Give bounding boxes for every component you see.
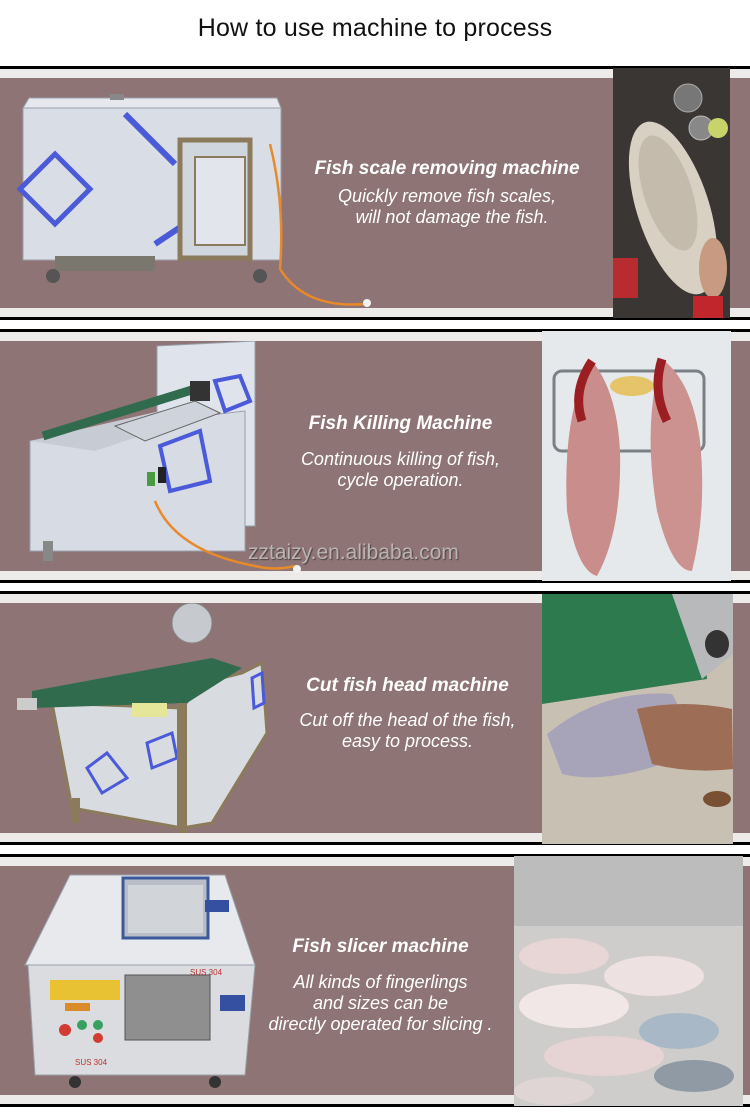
- fish-killing-machine-image: [29, 341, 301, 573]
- divider-line: [0, 1104, 750, 1107]
- divider-line: [0, 329, 750, 332]
- section-cut-fish-head: Cut fish head machine Cut off the head o…: [0, 591, 750, 845]
- split-fish-photo: [542, 331, 731, 581]
- section-fish-killing: Fish Killing Machine Continuous killing …: [0, 329, 750, 583]
- section-description-line: Continuous killing of fish,: [300, 449, 501, 469]
- section-description-line: Cut off the head of the fish,: [299, 710, 516, 730]
- section-heading: Fish slicer machine: [292, 936, 469, 957]
- section-heading: Fish Killing Machine: [308, 413, 493, 434]
- band: [0, 332, 750, 341]
- fillets-illustration: [514, 856, 743, 1106]
- band: [0, 1095, 750, 1104]
- hand-fish-illustration: [542, 594, 733, 844]
- section-text: Fish Killing Machine Continuous killing …: [268, 413, 533, 491]
- watermark: zztaizy.en.alibaba.com: [248, 541, 459, 564]
- svg-text:SUS 304: SUS 304: [75, 1058, 108, 1067]
- band: [0, 571, 750, 580]
- section-heading: Cut fish head machine: [306, 675, 509, 696]
- section-description-line: easy to process.: [341, 731, 474, 751]
- section-text: Fish slicer machine All kinds of fingerl…: [248, 936, 513, 1035]
- band: [0, 69, 750, 78]
- section-description-line: All kinds of fingerlings: [293, 972, 468, 992]
- fish-scale-removing-machine-image: [16, 94, 371, 307]
- section-description-line: Quickly remove fish scales,: [337, 186, 557, 206]
- hand-holding-fish-photo: [542, 594, 733, 844]
- section-fish-slicer: SUS 304 SUS 304 Fish slicer machine All …: [0, 854, 750, 1108]
- band: [0, 833, 750, 842]
- divider-line: [0, 580, 750, 583]
- fish-slicer-machine-image: SUS 304 SUS 304: [24, 874, 256, 1088]
- divider-line: [0, 66, 750, 69]
- divider-line: [0, 842, 750, 845]
- section-description-line: cycle operation.: [337, 470, 464, 490]
- section-text: Fish scale removing machine Quickly remo…: [292, 158, 602, 228]
- divider-line: [0, 591, 750, 594]
- fish-head-cutting-machine-image: [17, 603, 269, 833]
- divider-line: [0, 317, 750, 320]
- section-fish-scale-removing: Fish scale removing machine Quickly remo…: [0, 66, 750, 320]
- svg-text:SUS 304: SUS 304: [190, 968, 223, 977]
- band: [0, 857, 750, 866]
- split-fish-illustration: [542, 331, 731, 581]
- section-heading: Fish scale removing machine: [314, 158, 580, 179]
- band: [0, 594, 750, 603]
- section-text: Cut fish head machine Cut off the head o…: [275, 675, 540, 752]
- sliced-fish-fillets-photo: [514, 856, 743, 1106]
- page-title: How to use machine to process: [197, 14, 553, 42]
- fish-photo-illustration: [613, 68, 730, 318]
- section-description-line: and sizes can be: [312, 993, 449, 1013]
- whole-fish-photo: [613, 68, 730, 318]
- band: [0, 308, 750, 317]
- divider-line: [0, 854, 750, 857]
- section-description-line: will not damage the fish.: [355, 207, 549, 227]
- section-description-line: directly operated for slicing .: [268, 1014, 493, 1034]
